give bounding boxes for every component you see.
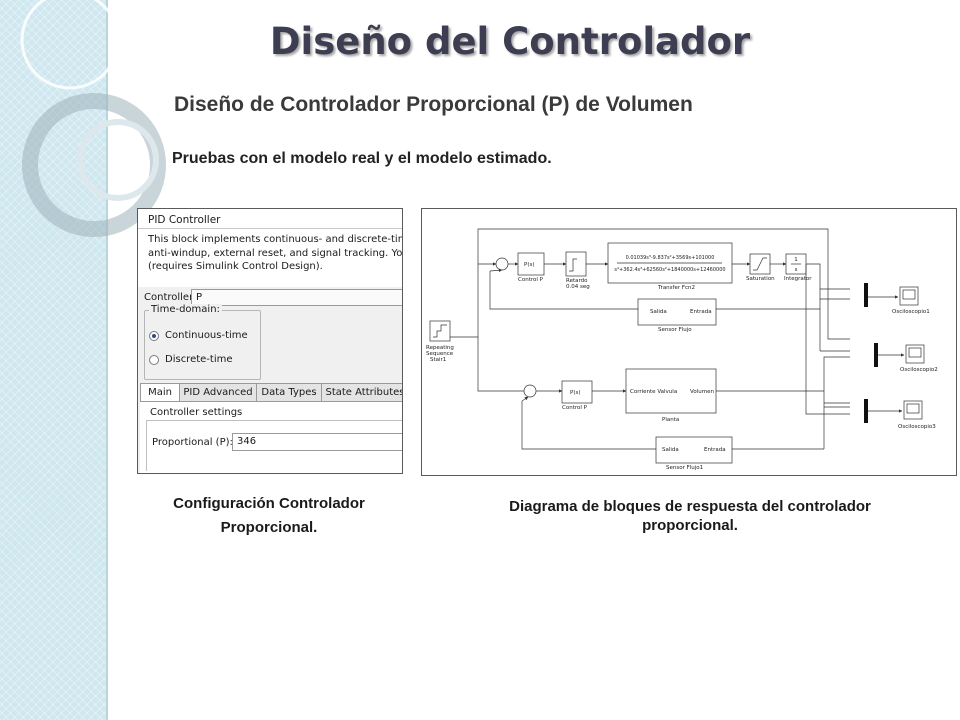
block-p1: P(s) bbox=[524, 262, 534, 268]
block-repeating-2: Sequence bbox=[426, 351, 454, 357]
block-p2: P(s) bbox=[570, 390, 580, 396]
radio-continuous-time[interactable]: Continuous-time bbox=[149, 330, 248, 341]
scope-3-label: Osciloscopio3 bbox=[898, 424, 936, 430]
pid-tabs: Main PID Advanced Data Types State Attri… bbox=[140, 383, 402, 402]
caption-pid-configuration: Configuración Controlador Proporcional. bbox=[136, 492, 402, 540]
block-repeating-1: Repeating bbox=[426, 345, 454, 351]
integrator-num: 1 bbox=[794, 257, 798, 263]
sensor-entrada-port: Entrada bbox=[690, 309, 712, 315]
tf-numerator: 0.01039s³-9.837s²+3569s+101000 bbox=[626, 255, 715, 261]
time-domain-label: Time-domain: bbox=[149, 304, 222, 315]
test-description: Pruebas con el modelo real y el modelo e… bbox=[172, 150, 552, 167]
block-sensor-flujo: Sensor Flujo bbox=[658, 327, 692, 333]
radio-label: Discrete-time bbox=[165, 354, 233, 365]
controller-settings-label: Controller settings bbox=[150, 407, 243, 418]
tf-name: Transfer Fcn2 bbox=[657, 285, 695, 291]
controller-settings-group bbox=[146, 420, 402, 471]
sensor-salida-port: Salida bbox=[650, 309, 667, 315]
caption-left-line1: Configuración Controlador bbox=[173, 495, 365, 512]
pid-description-line: anti-windup, external reset, and signal … bbox=[148, 247, 403, 259]
scope-1-label: Osciloscopio1 bbox=[892, 309, 930, 315]
pid-description-line: (requires Simulink Control Design). bbox=[148, 261, 323, 272]
controller-select[interactable]: P bbox=[191, 289, 402, 306]
tab-main[interactable]: Main bbox=[140, 383, 180, 402]
block-repeating-3: Stair1 bbox=[430, 357, 446, 363]
tab-state-attributes[interactable]: State Attributes bbox=[321, 383, 402, 401]
pid-dialog-header: PID Controller This block implements con… bbox=[138, 209, 402, 287]
sensor1-salida-port: Salida bbox=[662, 447, 679, 453]
integrator-den: s bbox=[795, 267, 798, 273]
decorative-circles bbox=[20, 0, 166, 237]
radio-unselected-icon bbox=[149, 354, 159, 365]
caption-right-line1: Diagrama de bloques de respuesta del con… bbox=[509, 498, 871, 515]
time-domain-group: Time-domain: Continuous-time Discrete-ti… bbox=[144, 304, 261, 380]
pid-dialog-title: PID Controller bbox=[148, 214, 221, 226]
block-sensor-flujo1: Sensor Flujo1 bbox=[666, 465, 703, 471]
block-planta: Planta bbox=[662, 417, 679, 423]
block-control-p2: Control P bbox=[562, 405, 588, 411]
caption-right-line2: proporcional. bbox=[642, 517, 738, 534]
controller-label: Controller: bbox=[144, 292, 197, 303]
sensor1-entrada-port: Entrada bbox=[704, 447, 726, 453]
proportional-label: Proportional (P): bbox=[152, 437, 233, 448]
block-integrator: Integrator bbox=[784, 276, 812, 282]
pid-controller-dialog: PID Controller This block implements con… bbox=[137, 208, 403, 474]
scope-2-label: Osciloscopio2 bbox=[900, 367, 938, 373]
radio-selected-icon bbox=[149, 330, 159, 341]
block-retardo: Retardo bbox=[566, 278, 588, 284]
tab-data-types[interactable]: Data Types bbox=[256, 383, 322, 401]
caption-block-diagram: Diagrama de bloques de respuesta del con… bbox=[440, 497, 940, 535]
pid-description: This block implements continuous- and di… bbox=[148, 233, 403, 274]
tab-pid-advanced[interactable]: PID Advanced bbox=[179, 383, 257, 401]
page-title: Diseño del Controlador bbox=[269, 20, 751, 63]
block-control-p1: Control P bbox=[518, 277, 544, 283]
block-retardo-value: 0.04 seg bbox=[566, 284, 590, 290]
radio-discrete-time[interactable]: Discrete-time bbox=[149, 354, 233, 365]
tf-denominator: s⁴+362.4s³+62560s²+1840000s+12460000 bbox=[614, 267, 725, 273]
caption-left-line2: Proporcional. bbox=[220, 519, 318, 536]
section-subtitle: Diseño de Controlador Proporcional (P) d… bbox=[174, 93, 693, 116]
planta-output-port: Volumen bbox=[690, 389, 714, 395]
tab-main-body: Controller settings Proportional (P): 34… bbox=[140, 401, 402, 473]
block-saturation: Saturation bbox=[746, 276, 775, 282]
pid-description-line: This block implements continuous- and di… bbox=[148, 234, 402, 245]
proportional-input[interactable]: 346 bbox=[232, 433, 402, 451]
planta-input-port: Corriente Valvula bbox=[630, 389, 677, 395]
radio-label: Continuous-time bbox=[165, 330, 248, 341]
block-diagram: P(s) Control P Retardo 0.04 seg 0.01039s… bbox=[421, 208, 957, 476]
